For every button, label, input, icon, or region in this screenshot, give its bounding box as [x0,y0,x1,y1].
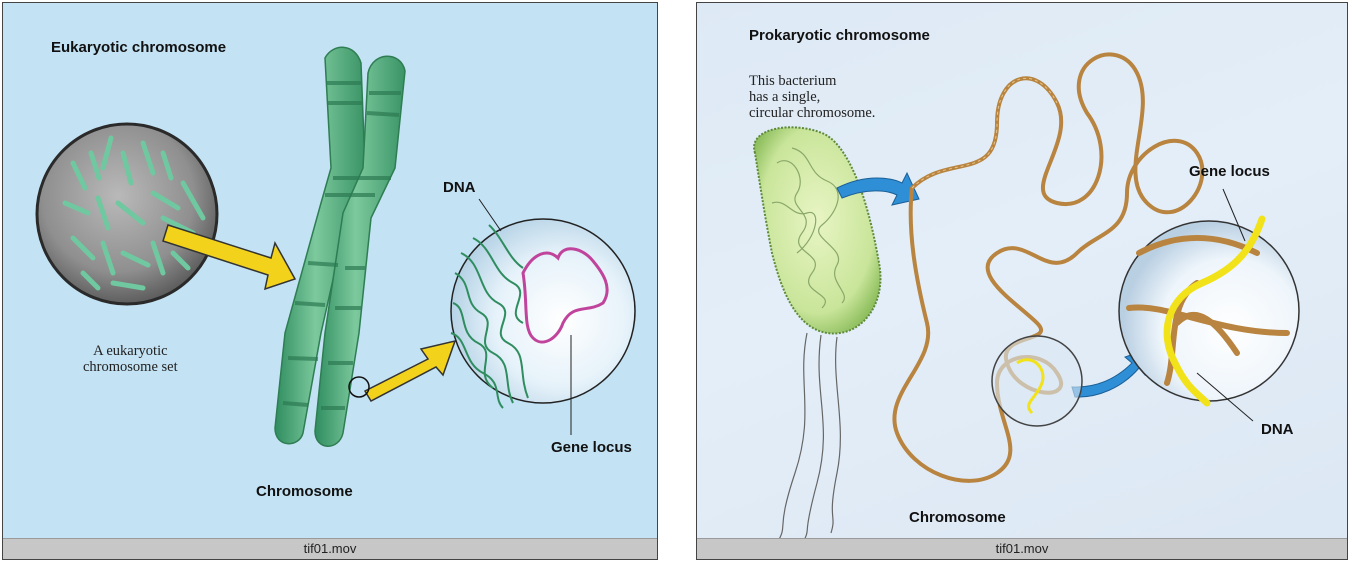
bacterium-note-line2: has a single, [749,89,821,105]
eukaryotic-illustration [35,46,636,447]
arrow-to-dna-view [363,339,457,402]
dna-label: DNA [443,179,476,196]
dna-magnified-circle [450,198,636,435]
chromosome-set-caption-line2: chromosome set [83,359,178,375]
chromosome-set-circle [35,122,219,306]
chromosome-set-caption-line1: A eukaryotic [93,343,168,359]
dna-magnified-circle-prokaryote [1118,188,1300,422]
chromosome-label: Chromosome [256,483,353,500]
arrow-to-chromosome [162,224,297,291]
chromosome-label-prokaryote: Chromosome [909,509,1006,526]
eukaryotic-panel: Eukaryotic chromosome A eukaryotic chrom… [2,2,658,560]
bacterium-note-line1: This bacterium [749,73,837,89]
prokaryotic-panel: Prokaryotic chromosome This bacterium ha… [696,2,1348,560]
bacterium-note: This bacterium has a single, circular ch… [749,73,875,121]
gene-locus-label-prokaryote: Gene locus [1189,163,1270,180]
bacterium [753,126,882,544]
prokaryotic-title: Prokaryotic chromosome [749,27,930,44]
gene-locus-label: Gene locus [551,439,632,456]
small-magnifier-circle [991,335,1083,427]
dna-label-prokaryote: DNA [1261,421,1294,438]
chromosome [274,46,406,447]
circular-chromosome [892,52,1205,483]
left-footer-bar: tif01.mov [3,538,657,559]
arrow-bacterium-to-chromosome [836,171,920,206]
eukaryotic-title: Eukaryotic chromosome [51,39,227,56]
right-footer-bar: tif01.mov [697,538,1347,559]
bacterium-note-line3: circular chromosome. [749,105,876,121]
chromosome-set-caption: A eukaryotic chromosome set [83,343,178,375]
prokaryotic-illustration [753,52,1300,544]
